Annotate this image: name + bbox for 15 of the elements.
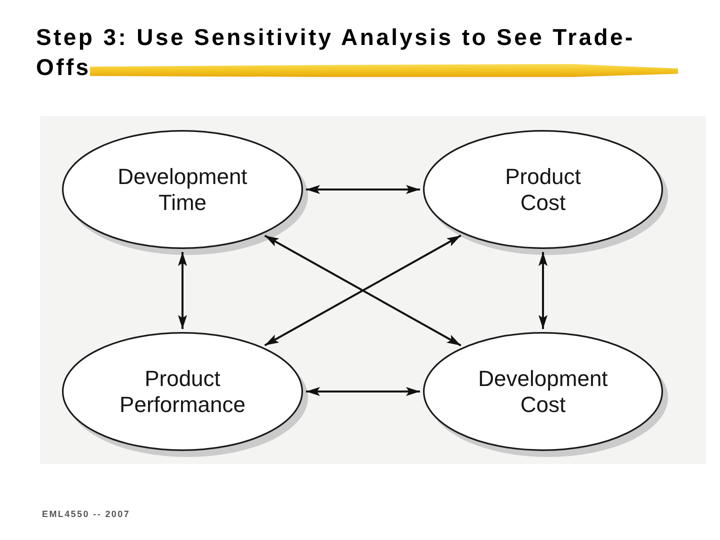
double-headed-arrow (306, 387, 420, 396)
crossing-double-arrows (264, 234, 462, 346)
double-headed-arrow (178, 252, 187, 329)
ellipse-node (423, 130, 663, 249)
node-label: Product Cost (505, 164, 581, 216)
ellipse-node (62, 332, 303, 451)
node-label: Development Cost (478, 366, 608, 418)
slide-title: Step 3: Use Sensitivity Analysis to See Trade-Offs (36, 22, 680, 82)
node-label: Product Performance (120, 366, 246, 418)
double-headed-arrow (306, 185, 420, 194)
ellipse-node (423, 332, 663, 451)
node-label: Development Time (118, 164, 248, 216)
double-headed-arrow (538, 252, 548, 329)
footer-text: EML4550 -- 2007 (42, 509, 130, 519)
ellipse-node (62, 130, 303, 249)
